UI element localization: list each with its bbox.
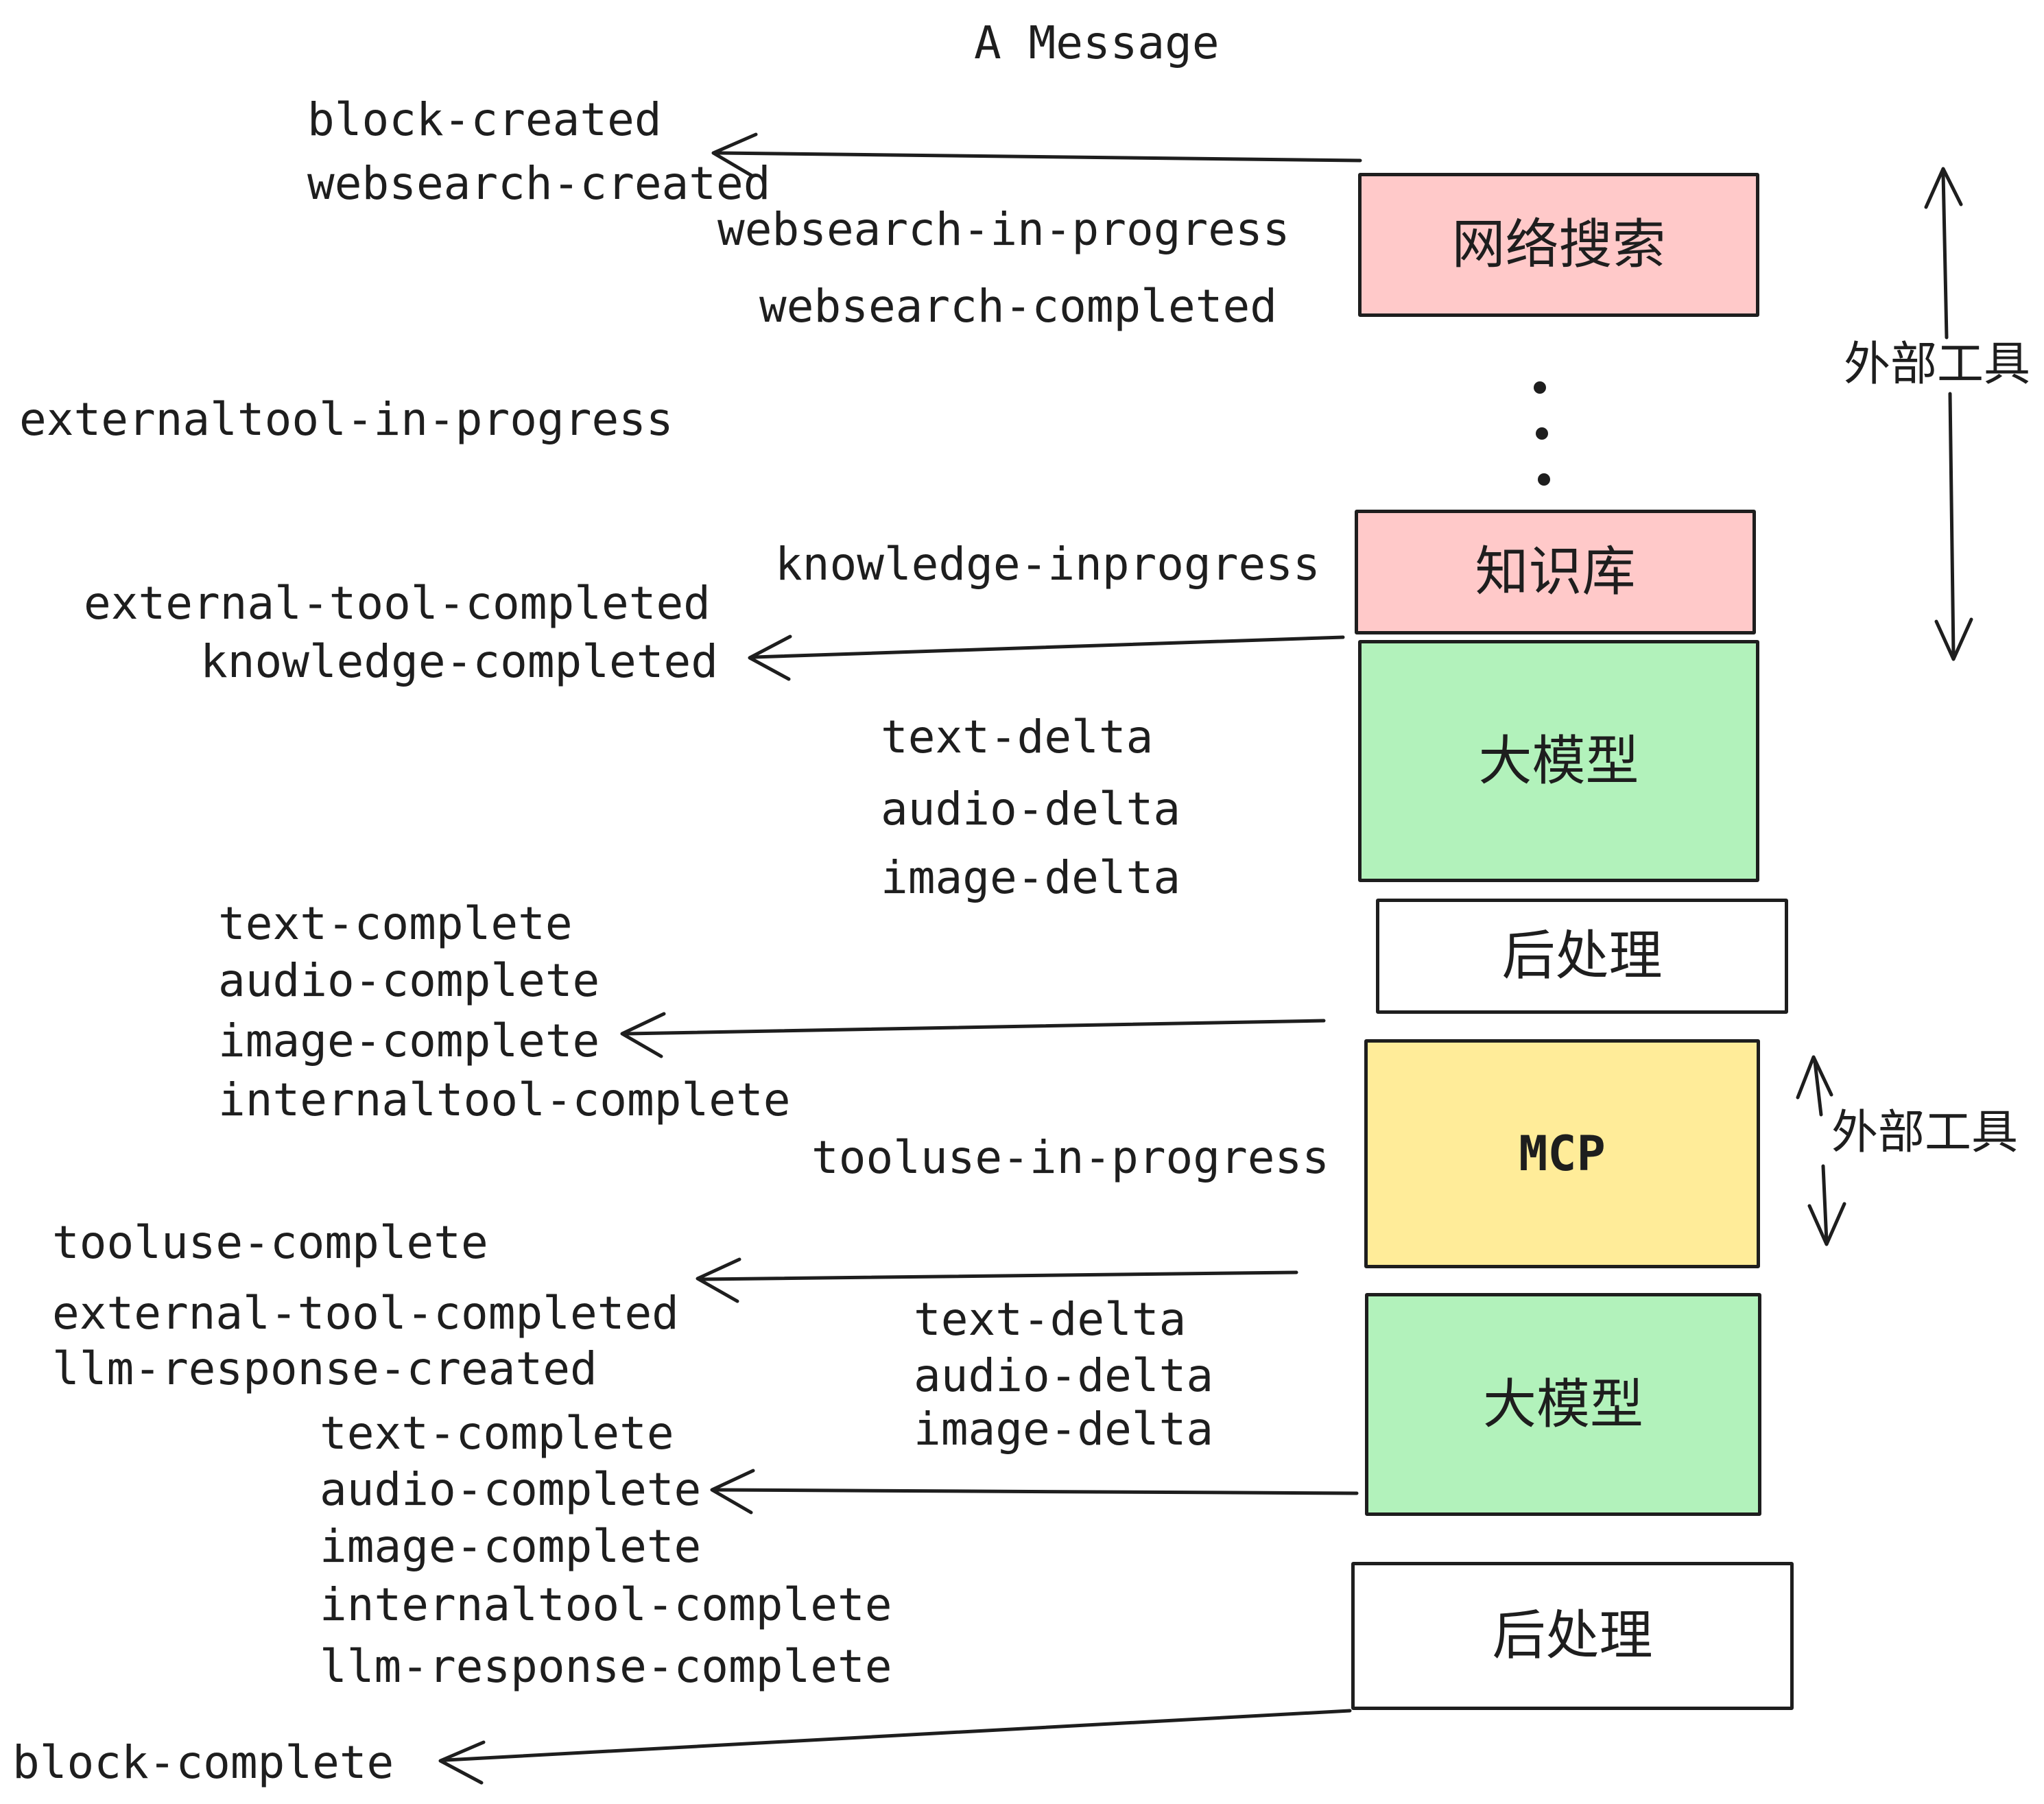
node-websearch-label: 网络搜索 xyxy=(1451,214,1666,276)
event-text-complete-2: text-complete xyxy=(320,1407,674,1460)
arrow-block-created xyxy=(711,132,1362,178)
event-websearch-created: websearch-created xyxy=(307,157,771,210)
event-block-complete: block-complete xyxy=(12,1736,394,1789)
event-text-delta: text-delta xyxy=(881,711,1154,763)
event-websearch-in-progress: websearch-in-progress xyxy=(717,203,1290,256)
event-audio-delta: audio-delta xyxy=(881,783,1181,835)
event-tooluse-in-progress: tooluse-in-progress xyxy=(811,1131,1329,1184)
ellipsis-dot-2 xyxy=(1536,427,1548,440)
event-image-delta-2: image-delta xyxy=(914,1403,1214,1456)
event-llm-response-created: llm-response-created xyxy=(52,1342,597,1395)
event-audio-complete-2: audio-complete xyxy=(320,1463,702,1516)
diagram-title: A Message xyxy=(974,16,1220,69)
node-llm-top-label: 大模型 xyxy=(1478,730,1639,792)
node-llm-bottom: 大模型 xyxy=(1365,1293,1761,1516)
event-knowledge-completed: knowledge-completed xyxy=(200,635,718,688)
node-llm-top: 大模型 xyxy=(1358,640,1759,882)
event-tooluse-complete: tooluse-complete xyxy=(52,1216,488,1269)
annotation-external-tools-mid: 外部工具 xyxy=(1831,1106,2019,1160)
event-websearch-completed: websearch-completed xyxy=(759,280,1277,333)
node-post-bottom-label: 后处理 xyxy=(1492,1605,1653,1667)
arrow-knowledge-completed xyxy=(748,634,1345,681)
node-mcp: MCP xyxy=(1364,1039,1760,1268)
node-post-top-label: 后处理 xyxy=(1501,925,1663,987)
arrow-audio-complete xyxy=(710,1469,1359,1515)
node-knowledge-label: 知识库 xyxy=(1475,541,1636,603)
arrow-image-complete xyxy=(620,1012,1326,1058)
event-audio-complete: audio-complete xyxy=(218,954,600,1007)
event-knowledge-inprogress: knowledge-inprogress xyxy=(775,538,1320,591)
event-externaltool-in-progress: externaltool-in-progress xyxy=(19,393,674,446)
arrow-external-tools-top xyxy=(1924,167,1973,661)
annotation-external-tools-top: 外部工具 xyxy=(1844,337,2031,392)
node-llm-bottom-label: 大模型 xyxy=(1482,1373,1643,1436)
event-internaltool-complete-2: internaltool-complete xyxy=(320,1578,892,1631)
node-knowledge: 知识库 xyxy=(1355,510,1756,634)
event-external-tool-completed-2: external-tool-completed xyxy=(52,1287,679,1340)
node-post-top: 后处理 xyxy=(1376,899,1788,1014)
event-text-complete: text-complete xyxy=(218,897,573,950)
event-audio-delta-2: audio-delta xyxy=(914,1349,1214,1402)
node-mcp-label: MCP xyxy=(1519,1126,1606,1182)
event-internaltool-complete: internaltool-complete xyxy=(218,1073,791,1126)
arrow-block-complete xyxy=(438,1709,1352,1785)
event-llm-response-complete: llm-response-complete xyxy=(320,1640,892,1693)
node-websearch: 网络搜索 xyxy=(1358,173,1759,317)
event-external-tool-completed: external-tool-completed xyxy=(84,577,711,630)
event-image-complete: image-complete xyxy=(218,1014,600,1067)
event-image-complete-2: image-complete xyxy=(320,1520,702,1573)
ellipsis-dot-1 xyxy=(1534,381,1546,394)
event-image-delta: image-delta xyxy=(881,851,1181,904)
event-block-created: block-created xyxy=(307,93,662,146)
ellipsis-dot-3 xyxy=(1538,473,1550,486)
event-text-delta-2: text-delta xyxy=(914,1293,1187,1346)
node-post-bottom: 后处理 xyxy=(1351,1562,1794,1710)
